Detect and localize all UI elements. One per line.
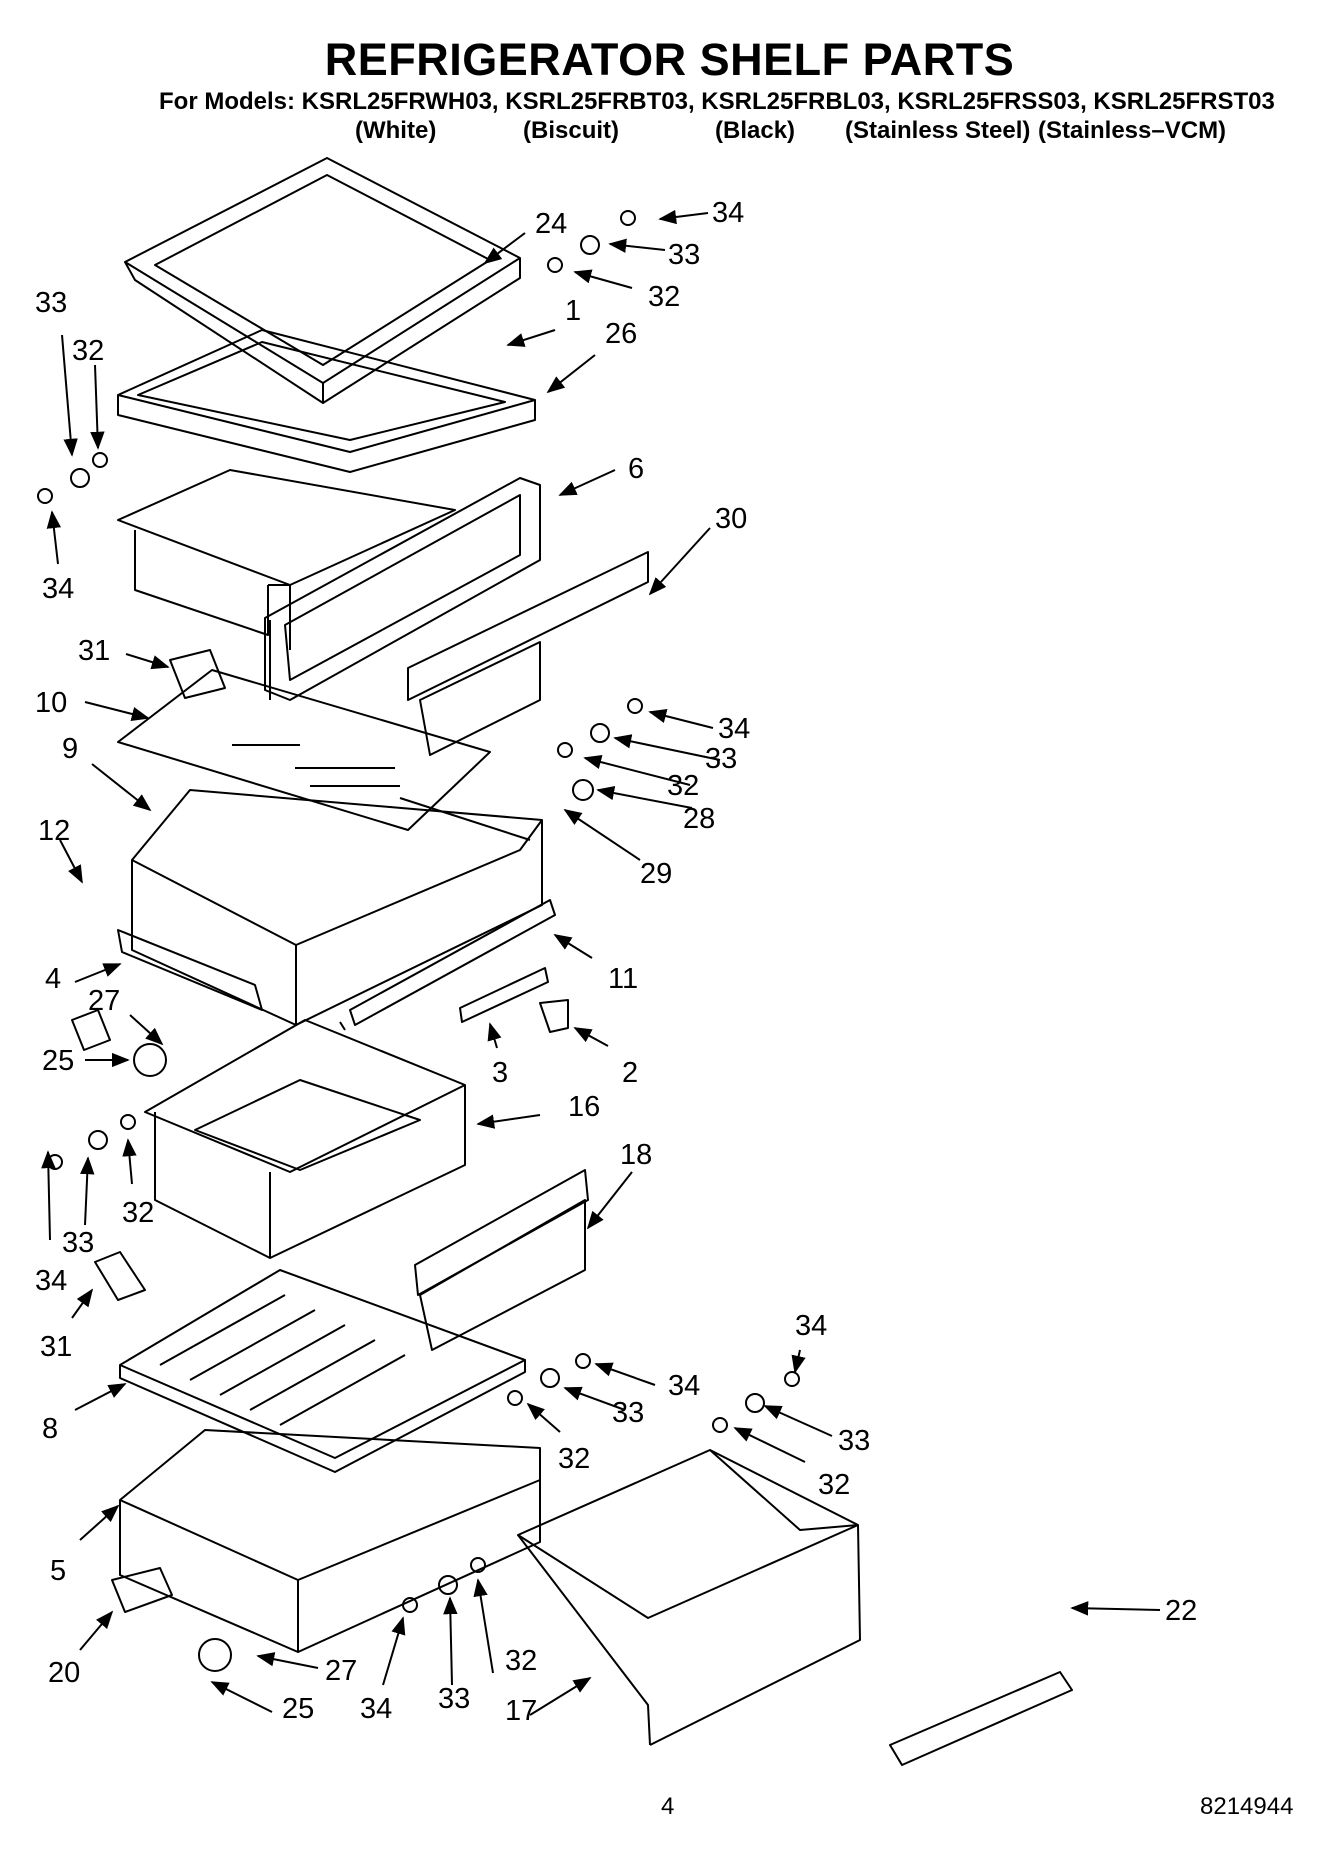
callout-16: 16 bbox=[568, 1091, 600, 1123]
callout-2: 2 bbox=[622, 1057, 638, 1089]
drawer-front-18 bbox=[414, 1169, 589, 1351]
knob-25-lower bbox=[198, 1638, 232, 1672]
callout-20: 20 bbox=[48, 1657, 80, 1689]
callout-34-right-top: 34 bbox=[795, 1310, 827, 1342]
callout-6: 6 bbox=[628, 453, 644, 485]
bin-17 bbox=[517, 1449, 861, 1746]
callout-27-lower: 27 bbox=[325, 1655, 357, 1687]
rail-4 bbox=[117, 929, 263, 1011]
callout-31-upper: 31 bbox=[78, 635, 110, 667]
callout-33-mid: 33 bbox=[705, 743, 737, 775]
callout-32-bottom: 32 bbox=[505, 1645, 537, 1677]
callout-18: 18 bbox=[620, 1139, 652, 1171]
callout-1: 1 bbox=[565, 295, 581, 327]
callout-32-left: 32 bbox=[72, 335, 104, 367]
clip-31-lower bbox=[94, 1251, 146, 1301]
callout-32-mid: 32 bbox=[667, 770, 699, 802]
callout-34-bottom: 34 bbox=[360, 1693, 392, 1725]
callout-33-right: 33 bbox=[838, 1425, 870, 1457]
callout-28: 28 bbox=[683, 803, 715, 835]
page-number: 4 bbox=[661, 1793, 675, 1820]
callout-27-upper: 27 bbox=[88, 985, 120, 1017]
clip-31-upper bbox=[169, 649, 226, 699]
callout-10: 10 bbox=[35, 687, 67, 719]
shelf-frame-5 bbox=[119, 1429, 541, 1653]
fasteners bbox=[37, 210, 800, 1613]
bracket-20 bbox=[111, 1567, 173, 1613]
callout-33-left-2: 33 bbox=[62, 1227, 94, 1259]
rail-11 bbox=[349, 899, 556, 1026]
leader-arrows bbox=[41, 209, 1161, 1716]
middle-drawer-16 bbox=[144, 1019, 466, 1259]
callout-9: 9 bbox=[62, 733, 78, 765]
trim-22 bbox=[889, 1671, 1073, 1766]
drawer-front-6 bbox=[264, 477, 541, 701]
color-biscuit: (Biscuit) bbox=[523, 117, 619, 144]
callout-32: 32 bbox=[648, 281, 680, 313]
models-line: For Models: KSRL25FRWH03, KSRL25FRBT03, … bbox=[159, 88, 1275, 115]
page-title: REFRIGERATOR SHELF PARTS bbox=[324, 34, 1015, 85]
document-number: 8214944 bbox=[1200, 1793, 1294, 1820]
parts-drawing bbox=[37, 157, 1073, 1766]
callout-29: 29 bbox=[640, 858, 672, 890]
callout-8: 8 bbox=[42, 1413, 58, 1445]
callout-30: 30 bbox=[715, 503, 747, 535]
callout-34: 34 bbox=[712, 197, 744, 229]
shelf-frame-top bbox=[124, 157, 521, 404]
callout-34-left-2: 34 bbox=[35, 1265, 67, 1297]
callout-34-lower: 34 bbox=[668, 1370, 700, 1402]
callout-11: 11 bbox=[608, 963, 638, 995]
callout-34-mid: 34 bbox=[718, 713, 750, 745]
callout-26: 26 bbox=[605, 318, 637, 350]
crisper-cover-frame bbox=[117, 329, 536, 473]
callout-31-lower: 31 bbox=[40, 1331, 72, 1363]
callout-33-bottom: 33 bbox=[438, 1683, 470, 1715]
callout-33-lower: 33 bbox=[612, 1397, 644, 1429]
color-black: (Black) bbox=[715, 117, 796, 144]
glass-shelf-8 bbox=[119, 1269, 526, 1473]
trim-30 bbox=[407, 551, 649, 756]
callout-labels: 34 33 32 24 1 26 33 32 34 6 30 31 10 9 3… bbox=[35, 197, 1197, 1727]
callout-5: 5 bbox=[50, 1555, 66, 1587]
color-stainless-steel: (Stainless Steel) bbox=[845, 117, 1031, 144]
callout-25-upper: 25 bbox=[42, 1045, 74, 1077]
shelf-frame-9 bbox=[131, 789, 543, 1026]
strip-3 bbox=[459, 967, 549, 1023]
callout-32-left-2: 32 bbox=[122, 1197, 154, 1229]
callout-17: 17 bbox=[505, 1695, 537, 1727]
callout-32-right: 32 bbox=[818, 1469, 850, 1501]
callout-3: 3 bbox=[492, 1057, 508, 1089]
clip-2 bbox=[539, 999, 569, 1033]
callout-25-lower: 25 bbox=[282, 1693, 314, 1725]
color-stainless-vcm: (Stainless–VCM) bbox=[1038, 117, 1227, 144]
callout-4: 4 bbox=[45, 963, 61, 995]
callout-33-left: 33 bbox=[35, 287, 67, 319]
cap-28 bbox=[572, 779, 594, 801]
bracket-12 bbox=[71, 1009, 111, 1051]
callout-34-left: 34 bbox=[42, 573, 74, 605]
callout-32-lower: 32 bbox=[558, 1443, 590, 1475]
knob-25-upper bbox=[133, 1043, 167, 1077]
callout-33: 33 bbox=[668, 239, 700, 271]
callout-24: 24 bbox=[535, 208, 567, 240]
callout-12: 12 bbox=[38, 815, 70, 847]
callout-22: 22 bbox=[1165, 1595, 1197, 1627]
color-white: (White) bbox=[355, 117, 437, 144]
upper-pan-drawer bbox=[117, 469, 456, 650]
